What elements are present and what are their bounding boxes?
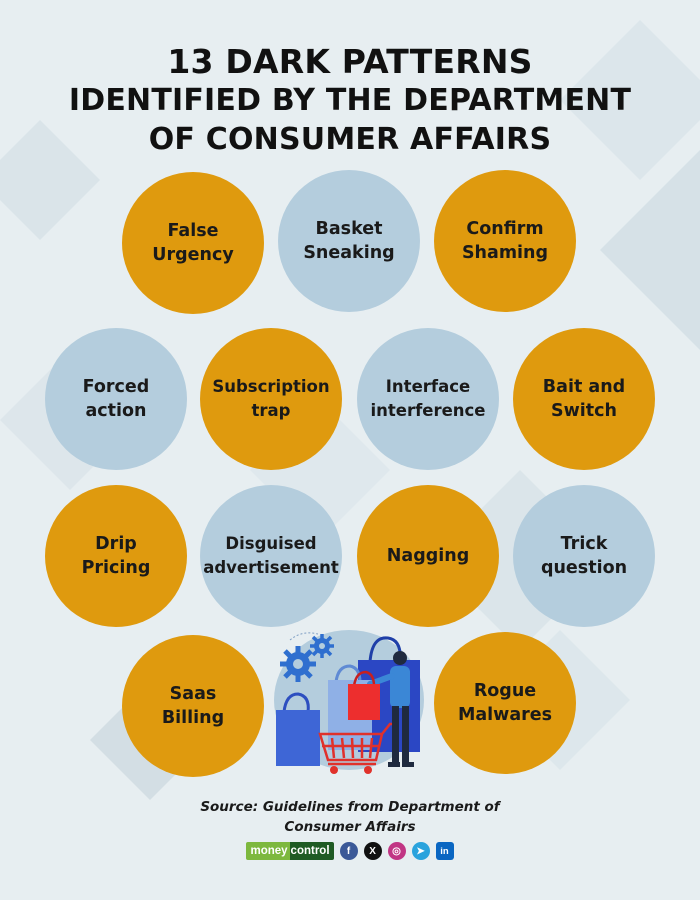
pattern-nagging: Nagging (357, 485, 499, 627)
pattern-label: Malwares (457, 705, 553, 725)
pattern-label: Interface (385, 377, 471, 396)
pattern-label: Shaming (461, 243, 549, 263)
source-note: Source: Guidelines from Department of Co… (0, 797, 700, 837)
pattern-forced-action: Forced action (45, 328, 187, 470)
page-title: 13 DARK PATTERNS IDENTIFIED BY THE DEPAR… (0, 42, 700, 159)
pattern-label: Confirm (466, 219, 544, 239)
pattern-label: Basket (315, 219, 383, 239)
source-line-1: Source: Guidelines from Department of (200, 799, 500, 815)
pattern-label: Nagging (386, 546, 470, 566)
pattern-label: Saas (169, 684, 217, 704)
source-line-2: Consumer Affairs (284, 819, 416, 835)
gear-icon (280, 646, 316, 682)
shopping-bag-icon (348, 670, 380, 720)
pattern-label: Rogue (473, 681, 537, 701)
pattern-label: Billing (161, 708, 225, 728)
pattern-label: False (167, 221, 219, 241)
pattern-trick-question: Trick question (513, 485, 655, 627)
pattern-label: Switch (551, 401, 617, 421)
title-line-3: OF CONSUMER AFFAIRS (148, 122, 552, 157)
pattern-label: Forced (82, 377, 150, 397)
pattern-label: Trick (560, 534, 608, 554)
x-icon[interactable]: X (363, 842, 382, 860)
pattern-label: Pricing (81, 558, 151, 578)
pattern-interface-interference: Interface interference (357, 328, 499, 470)
pattern-label: interference (370, 401, 486, 420)
shopping-cart-icon (318, 722, 396, 766)
gear-icon (310, 634, 334, 658)
pattern-label: Urgency (152, 245, 234, 265)
pattern-label: Disguised (225, 534, 317, 553)
pattern-label: advertisement (203, 558, 339, 577)
title-line-1: 13 DARK PATTERNS (167, 42, 533, 81)
pattern-label: Sneaking (303, 243, 395, 263)
pattern-label: Bait and (542, 377, 626, 397)
pattern-subscription-trap: Subscription trap (200, 328, 342, 470)
person-figure (367, 651, 414, 767)
telegram-icon[interactable]: ➤ (411, 842, 430, 860)
instagram-icon[interactable]: ◎ (387, 842, 406, 860)
shopping-bag-icon (276, 692, 320, 766)
pattern-label: question (540, 558, 628, 578)
shopping-illustration (276, 632, 420, 774)
brand-part-1: money (246, 842, 290, 860)
linkedin-icon[interactable]: in (435, 842, 454, 860)
pattern-label: Subscription (212, 377, 330, 396)
pattern-label: trap (251, 401, 291, 420)
pattern-label: action (85, 401, 147, 421)
facebook-icon[interactable]: f (339, 842, 358, 860)
title-line-2: IDENTIFIED BY THE DEPARTMENT (68, 83, 632, 118)
pattern-disguised-advertisement: Disguised advertisement (200, 485, 342, 627)
pattern-label: Drip (95, 534, 137, 554)
brand-part-2: control (289, 842, 334, 860)
